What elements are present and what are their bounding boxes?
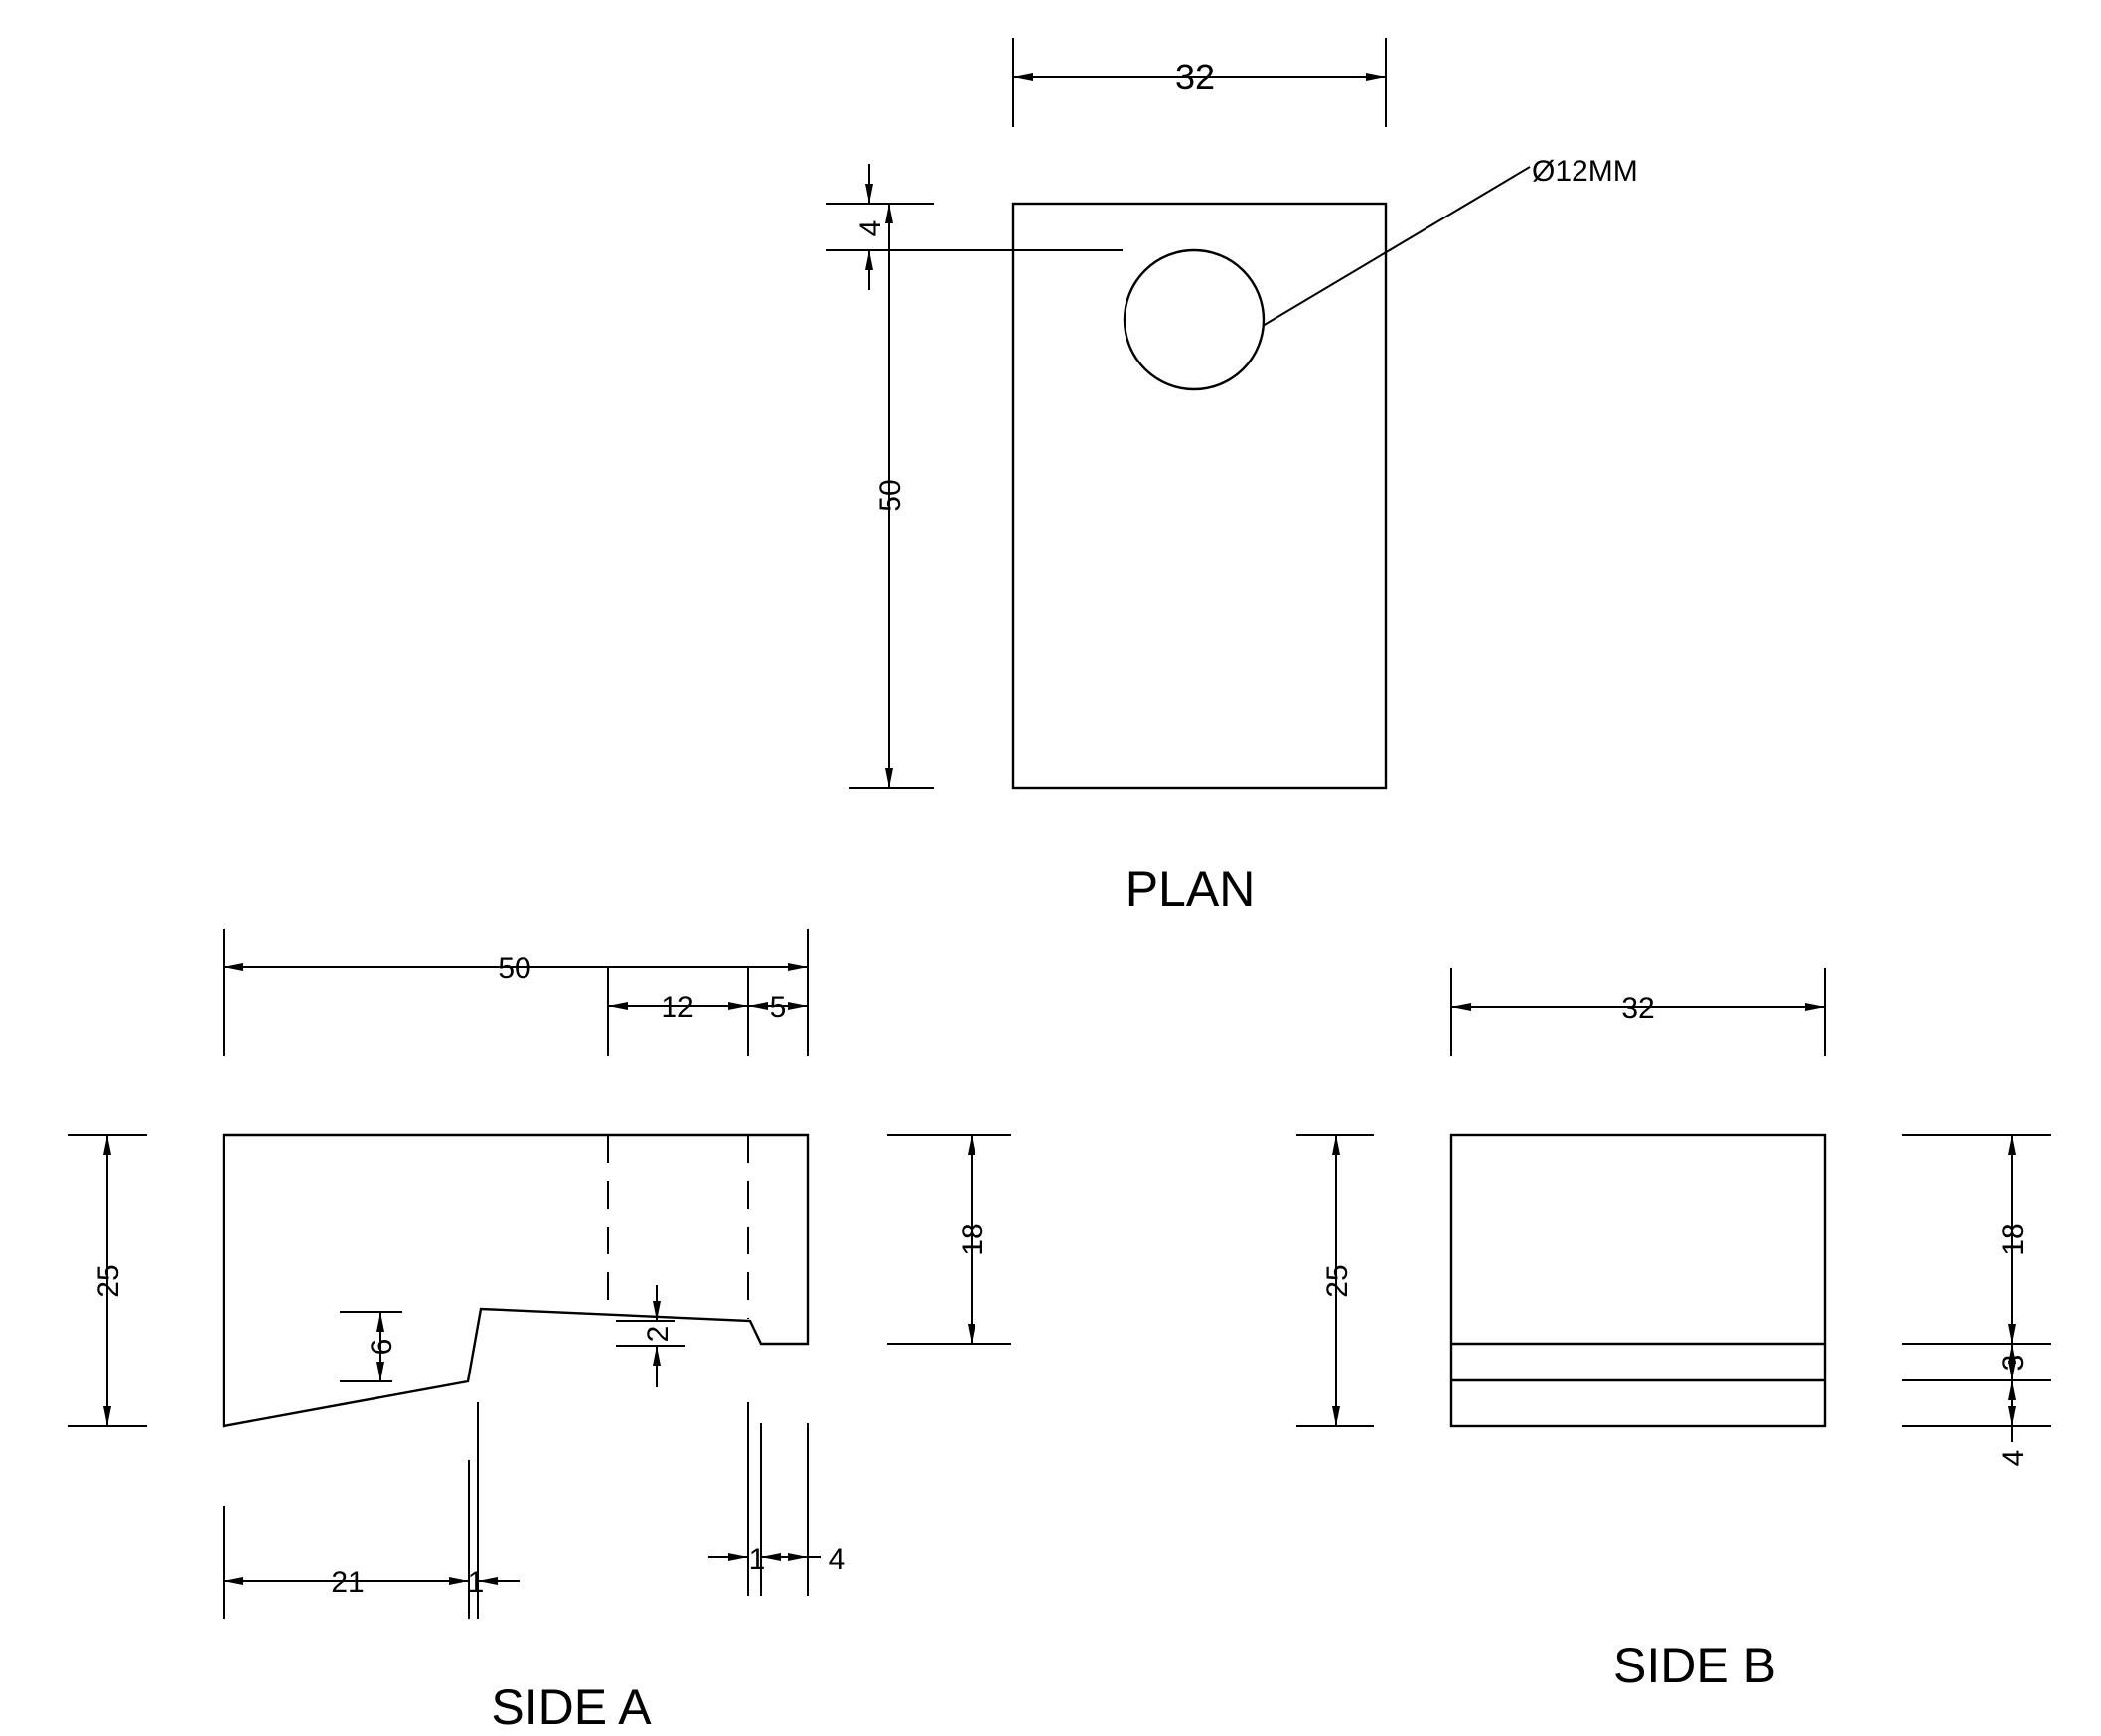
a-length-label: 50: [498, 952, 530, 985]
plan-length-label: 50: [874, 479, 907, 511]
side-b-title: SIDE B: [1613, 1638, 1776, 1693]
plan-offset-label: 4: [854, 220, 887, 237]
hole-leader-line: [1262, 166, 1531, 327]
a-groove-label: 2: [642, 1326, 675, 1343]
plan-hole: [1123, 248, 1266, 391]
a-slot-label: 12: [661, 991, 693, 1024]
side-a-view: 50 12 5 25 18 6 2 21 1: [68, 929, 1011, 1735]
a-height-label: 25: [92, 1264, 125, 1297]
a-end-label: 5: [770, 991, 787, 1024]
b-lower-label: 4: [1997, 1450, 2029, 1467]
a-right-height-label: 18: [957, 1223, 989, 1255]
a-bottom-left-label: 21: [331, 1566, 364, 1599]
plan-view: Ø12MM 32 50 4 PLAN: [826, 38, 1638, 917]
side-b-view: 32 25 18 3 4 SIDE B: [1296, 968, 2051, 1693]
side-a-title: SIDE A: [491, 1679, 652, 1735]
side-a-outline: [222, 1133, 810, 1428]
plan-outline: [1011, 202, 1388, 790]
a-bottom-one-left-label: 1: [468, 1566, 485, 1599]
a-bottom-one-right-label: 1: [749, 1543, 766, 1576]
b-upper-label: 18: [1997, 1223, 2029, 1255]
plan-title: PLAN: [1126, 861, 1256, 917]
b-mid-label: 3: [1997, 1355, 2029, 1372]
b-height-label: 25: [1321, 1264, 1354, 1297]
side-b-outline: [1449, 1133, 1827, 1428]
a-step-label: 6: [366, 1339, 398, 1356]
hole-callout-label: Ø12MM: [1532, 155, 1638, 188]
plan-width-label: 32: [1175, 57, 1215, 97]
a-bottom-four-label: 4: [829, 1543, 846, 1576]
b-width-label: 32: [1621, 992, 1654, 1025]
